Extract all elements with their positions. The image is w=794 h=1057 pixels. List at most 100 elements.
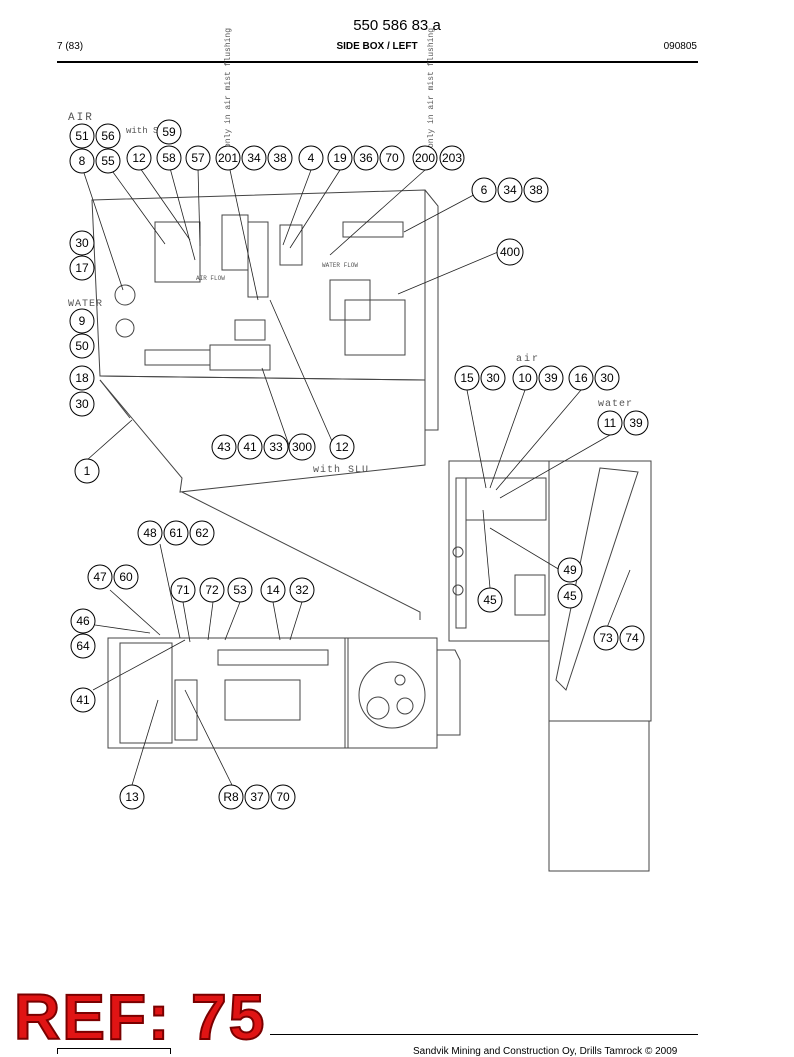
callout-13: 13 <box>119 784 145 810</box>
callout-14: 14 <box>260 577 286 603</box>
callout-18: 18 <box>69 365 95 391</box>
callout-200: 200 <box>412 145 438 171</box>
callout-1: 1 <box>74 458 100 484</box>
callout-50: 50 <box>69 333 95 359</box>
svg-text:73: 73 <box>599 631 613 645</box>
callout-30: 30 <box>594 365 620 391</box>
label-only-air-mist-2: only in air mist flushing <box>427 28 436 148</box>
callout-39: 39 <box>538 365 564 391</box>
svg-text:32: 32 <box>295 583 309 597</box>
svg-text:47: 47 <box>93 570 107 584</box>
callout-41: 41 <box>70 687 96 713</box>
callout-12: 12 <box>329 434 355 460</box>
company-logo <box>57 1048 171 1054</box>
callout-19: 19 <box>327 145 353 171</box>
svg-text:49: 49 <box>563 563 577 577</box>
label-water-flow: WATER FLOW <box>322 262 358 269</box>
svg-text:33: 33 <box>269 440 283 454</box>
svg-text:201: 201 <box>218 151 238 165</box>
svg-text:48: 48 <box>143 526 157 540</box>
callout-37: 37 <box>244 784 270 810</box>
callout-70: 70 <box>379 145 405 171</box>
callout-34: 34 <box>241 145 267 171</box>
callout-48: 48 <box>137 520 163 546</box>
svg-text:57: 57 <box>191 151 205 165</box>
label-water: WATER <box>68 299 103 310</box>
callout-46: 46 <box>70 608 96 634</box>
svg-text:61: 61 <box>169 526 183 540</box>
callout-9: 9 <box>69 308 95 334</box>
callout-45: 45 <box>477 587 503 613</box>
svg-text:30: 30 <box>486 371 500 385</box>
svg-text:60: 60 <box>119 570 133 584</box>
side-box-top-view <box>91 189 439 620</box>
callout-49: 49 <box>557 557 583 583</box>
svg-text:70: 70 <box>276 790 290 804</box>
side-box-bottom-view <box>107 637 461 749</box>
revision-date: 090805 <box>663 41 697 52</box>
footer-rule <box>270 1034 698 1035</box>
svg-text:12: 12 <box>132 151 146 165</box>
svg-text:400: 400 <box>500 245 520 259</box>
callout-60: 60 <box>113 564 139 590</box>
document-number: 550 586 83 a <box>353 17 441 34</box>
svg-text:30: 30 <box>75 397 89 411</box>
leader-lines <box>82 167 631 786</box>
svg-text:18: 18 <box>75 371 89 385</box>
callout-39: 39 <box>623 410 649 436</box>
svg-text:41: 41 <box>243 440 257 454</box>
callout-73: 73 <box>593 625 619 651</box>
svg-text:64: 64 <box>76 639 90 653</box>
callout-R8: R8 <box>218 784 244 810</box>
callout-201: 201 <box>215 145 241 171</box>
section-title: SIDE BOX / LEFT <box>336 41 418 52</box>
label-water-right: water <box>598 399 633 410</box>
svg-text:62: 62 <box>195 526 209 540</box>
label-with-slu-mid: with SLU <box>313 464 369 476</box>
callout-57: 57 <box>185 145 211 171</box>
svg-text:30: 30 <box>600 371 614 385</box>
callout-30: 30 <box>480 365 506 391</box>
side-box-right-view <box>448 460 652 872</box>
svg-text:39: 39 <box>544 371 558 385</box>
callout-33: 33 <box>263 434 289 460</box>
header-row: 7 (83) SIDE BOX / LEFT 090805 <box>57 41 697 55</box>
svg-text:14: 14 <box>266 583 280 597</box>
callout-38: 38 <box>267 145 293 171</box>
callout-15: 15 <box>454 365 480 391</box>
svg-text:51: 51 <box>75 129 89 143</box>
callout-10: 10 <box>512 365 538 391</box>
label-only-air-mist-1: only in air mist flushing <box>224 28 233 148</box>
callout-41: 41 <box>237 434 263 460</box>
svg-text:38: 38 <box>273 151 287 165</box>
svg-text:8: 8 <box>79 154 86 168</box>
callout-8: 8 <box>69 148 95 174</box>
svg-text:11: 11 <box>604 416 617 430</box>
svg-text:72: 72 <box>205 583 219 597</box>
footer-copyright: Sandvik Mining and Construction Oy, Dril… <box>413 1046 678 1057</box>
svg-text:58: 58 <box>162 151 176 165</box>
callout-62: 62 <box>189 520 215 546</box>
svg-text:37: 37 <box>250 790 264 804</box>
callout-51: 51 <box>69 123 95 149</box>
svg-text:55: 55 <box>101 154 115 168</box>
callout-47: 47 <box>87 564 113 590</box>
svg-text:200: 200 <box>415 151 435 165</box>
svg-text:16: 16 <box>574 371 588 385</box>
callout-56: 56 <box>95 123 121 149</box>
svg-text:34: 34 <box>503 183 517 197</box>
callout-58: 58 <box>156 145 182 171</box>
svg-text:39: 39 <box>629 416 643 430</box>
callout-61: 61 <box>163 520 189 546</box>
svg-text:6: 6 <box>481 183 488 197</box>
callout-36: 36 <box>353 145 379 171</box>
svg-text:43: 43 <box>217 440 231 454</box>
svg-text:36: 36 <box>359 151 373 165</box>
callout-71: 71 <box>170 577 196 603</box>
page-number: 7 (83) <box>57 41 84 52</box>
svg-text:71: 71 <box>176 583 190 597</box>
header-rule <box>57 61 698 63</box>
callout-32: 32 <box>289 577 315 603</box>
callout-74: 74 <box>619 625 645 651</box>
